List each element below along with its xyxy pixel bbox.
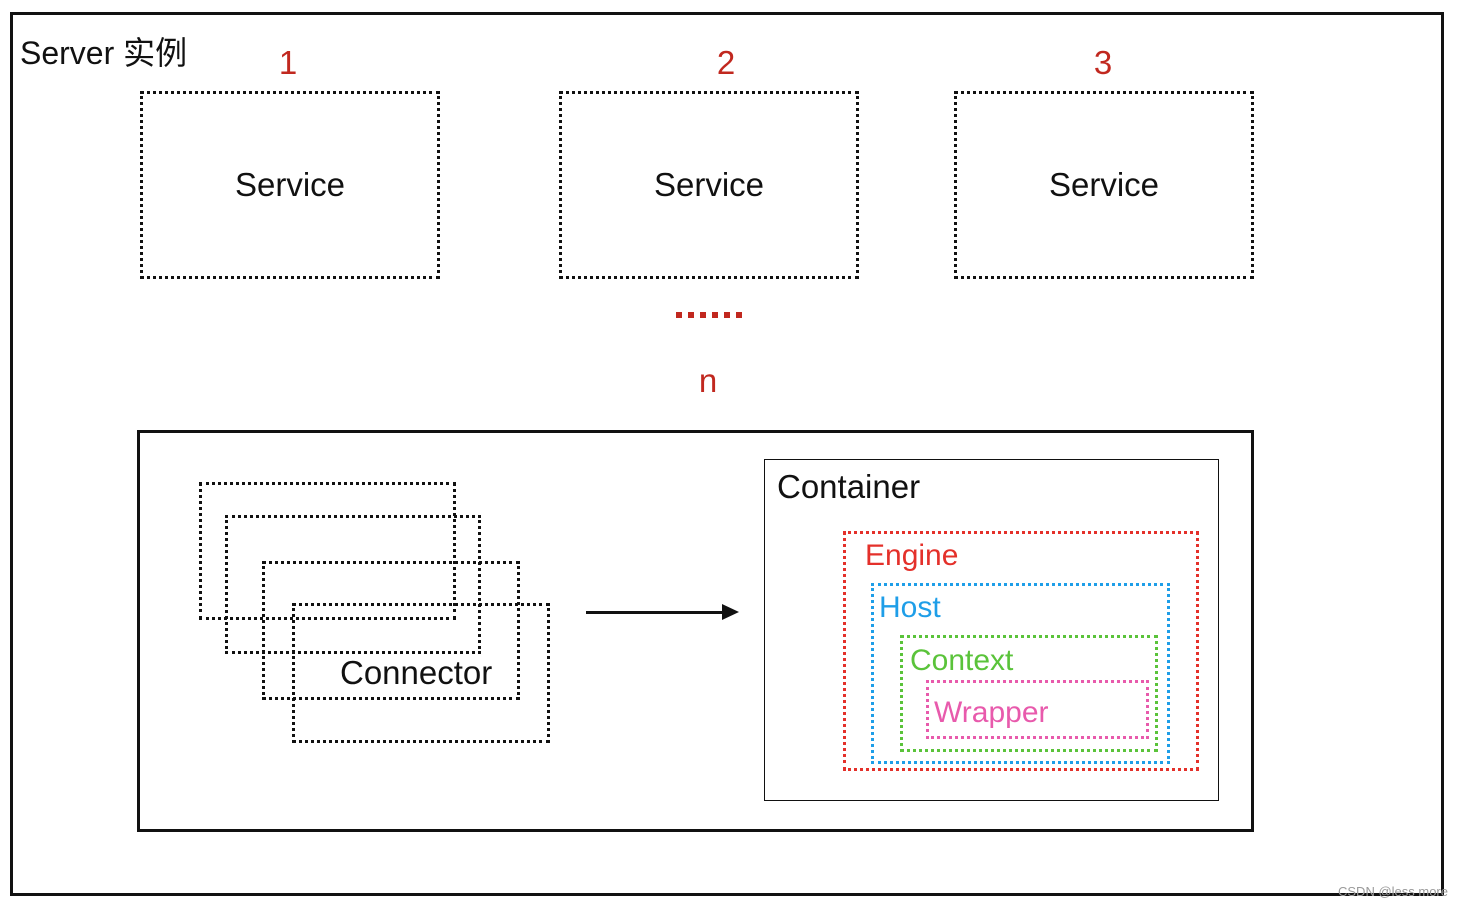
server-frame xyxy=(10,12,1444,896)
connector-box-4 xyxy=(292,603,550,743)
arrow-head-icon xyxy=(722,604,739,620)
watermark: CSDN @less more xyxy=(1338,884,1448,899)
connector-box-2 xyxy=(225,515,481,654)
service-box-2: Service xyxy=(559,91,859,279)
arrow-line xyxy=(586,611,726,614)
wrapper-box xyxy=(926,680,1149,739)
service-number-3: 3 xyxy=(1093,44,1113,81)
service-label: Service xyxy=(653,166,765,203)
ellipsis-dots xyxy=(676,312,746,324)
host-label: Host xyxy=(879,591,941,624)
context-box xyxy=(900,635,1158,752)
server-title: Server 实例 xyxy=(20,35,188,71)
connector-box-3 xyxy=(262,561,520,700)
engine-label: Engine xyxy=(865,539,959,572)
container-box xyxy=(764,459,1219,801)
connector-label: Connector xyxy=(340,654,493,691)
service-number-1: 1 xyxy=(278,44,298,81)
connector-box-1 xyxy=(199,482,456,620)
service-number-2: 2 xyxy=(716,44,736,81)
service-label: Service xyxy=(1048,166,1160,203)
service-label: Service xyxy=(234,166,346,203)
host-box xyxy=(871,583,1170,764)
service-detail-frame xyxy=(137,430,1254,832)
service-box-3: Service xyxy=(954,91,1254,279)
wrapper-label: Wrapper xyxy=(934,696,1049,729)
container-label: Container xyxy=(777,468,921,505)
service-box-1: Service xyxy=(140,91,440,279)
service-count-label: n xyxy=(698,362,718,399)
context-label: Context xyxy=(910,644,1014,677)
engine-box xyxy=(843,531,1199,771)
